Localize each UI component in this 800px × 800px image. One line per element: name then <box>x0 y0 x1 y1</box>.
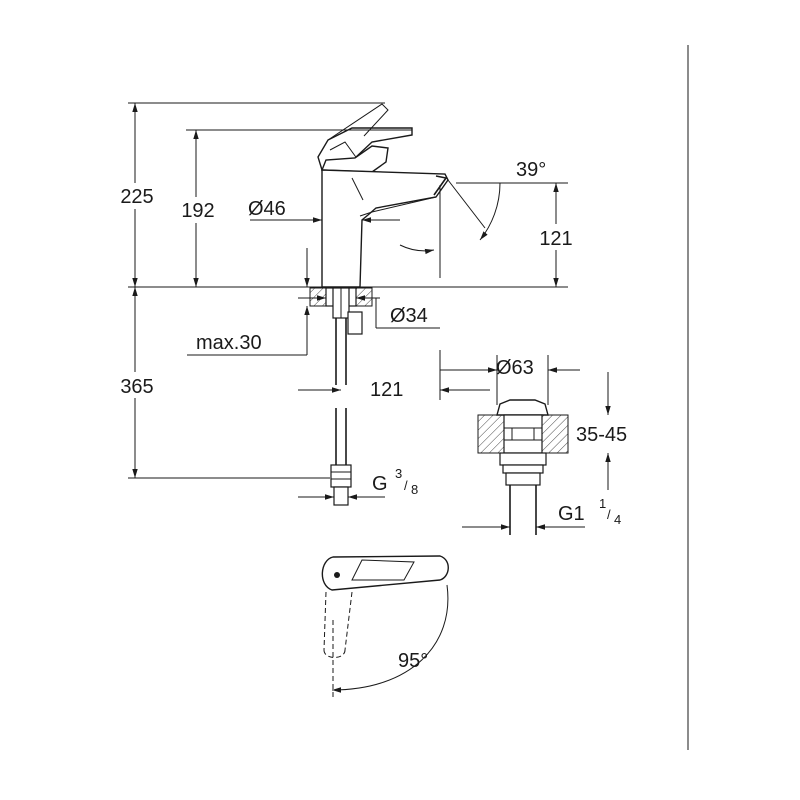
svg-text:3: 3 <box>395 466 402 481</box>
lever-top-view <box>321 555 449 700</box>
lever-swing-outline <box>327 103 389 141</box>
svg-text:/: / <box>607 507 611 522</box>
dim-hole-diameter: Ø34 <box>390 305 428 327</box>
dim-max-thickness: max.30 <box>196 332 262 354</box>
dim-hose-length: 365 <box>120 376 153 398</box>
svg-text:1: 1 <box>599 496 606 511</box>
faucet-body <box>317 127 449 288</box>
dim-base-diameter: Ø46 <box>248 198 286 220</box>
dim-spout-reach: 121 <box>370 379 403 401</box>
dim-lever-rotation: 95° <box>398 650 428 672</box>
dim-spout-height: 192 <box>181 200 214 222</box>
dim-spout-rise: 121 <box>539 228 572 250</box>
waste-valve <box>477 399 569 535</box>
dim-spout-angle: 39° <box>516 159 546 181</box>
dim-waste-diameter: Ø63 <box>496 357 534 379</box>
svg-text:4: 4 <box>614 512 621 527</box>
dim-waste-range: 35-45 <box>576 424 627 446</box>
mounting-assembly <box>309 287 373 506</box>
dim-hose-thread: G <box>372 473 388 495</box>
dim-waste-thread: G1 <box>558 503 585 525</box>
svg-text:/: / <box>404 478 408 493</box>
dim-total-height: 225 <box>120 186 153 208</box>
svg-text:8: 8 <box>411 482 418 497</box>
